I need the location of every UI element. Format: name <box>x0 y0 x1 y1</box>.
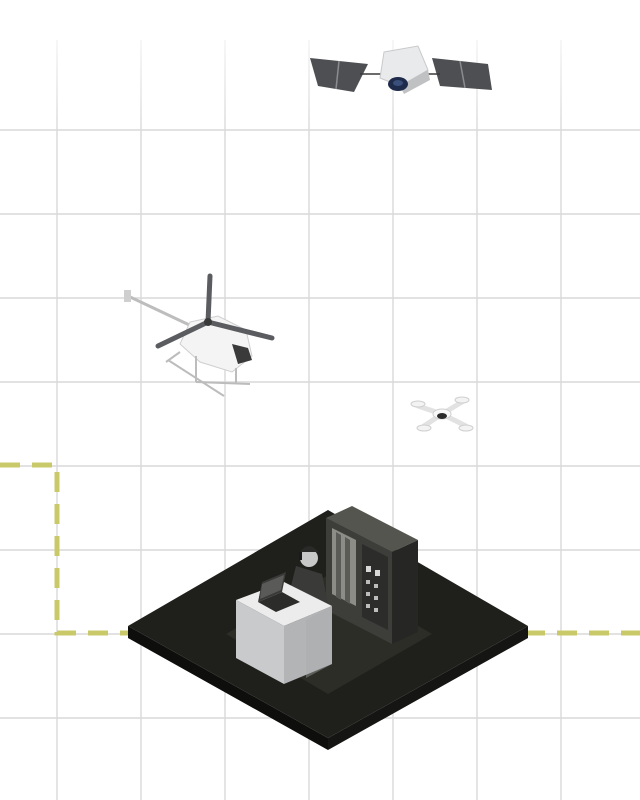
desk <box>236 582 332 684</box>
drone-icon <box>410 396 474 432</box>
satellite-icon <box>310 45 492 94</box>
dashed-route-line <box>0 462 640 636</box>
helicopter-icon <box>124 273 275 397</box>
server-rack-icon <box>326 506 418 644</box>
laptop-icon <box>258 572 300 612</box>
